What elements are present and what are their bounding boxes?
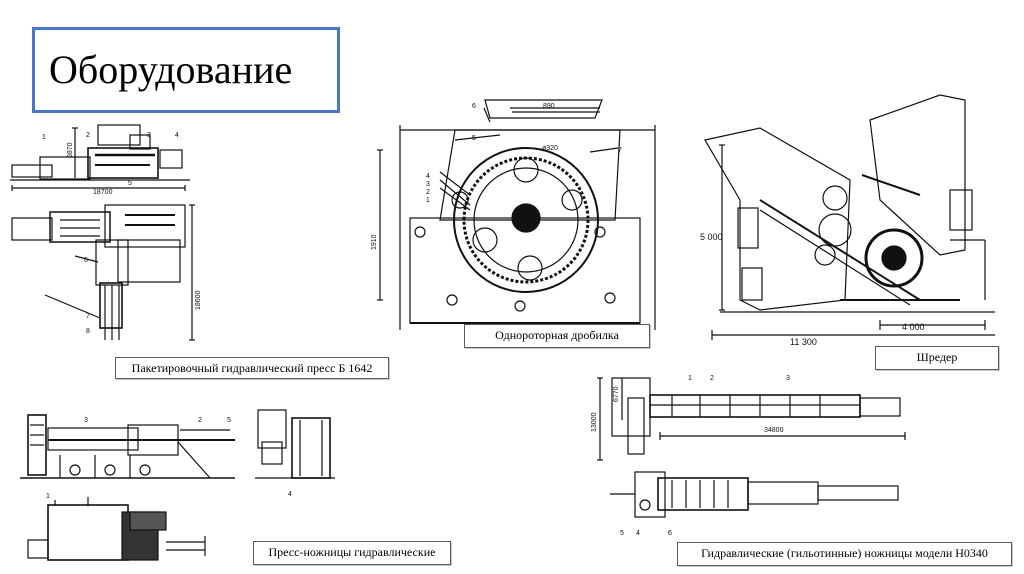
guillotine-label-6: 6: [668, 530, 672, 537]
crusher-dim-height: 1910: [371, 234, 378, 250]
guillotine-dim-total: 13000: [591, 412, 598, 432]
shredder-dim-length: 11 300: [790, 337, 817, 347]
shears-label-3: 3: [84, 417, 88, 424]
shredder-dim-height: 5 000: [700, 232, 723, 242]
title-box: Оборудование: [32, 27, 340, 113]
crusher-dim-width: 890: [543, 103, 555, 110]
crusher-drawing: [377, 99, 656, 330]
caption-crusher: Однороторная дробилка: [464, 324, 650, 348]
crusher-label-2: 2: [426, 189, 430, 196]
shears-label-4: 4: [288, 491, 292, 498]
guillotine-label-4: 4: [636, 530, 640, 537]
guillotine-label-5: 5: [620, 530, 624, 537]
guillotine-drawing: [597, 377, 906, 518]
caption-press: Пакетировочный гидравлический пресс Б 16…: [115, 357, 389, 379]
crusher-label-7: 7: [618, 147, 622, 154]
press-drawing: [10, 124, 195, 341]
shears-label-2: 2: [198, 417, 202, 424]
crusher-dim-diameter: ø320: [542, 145, 558, 152]
press-dim-height: 5870: [67, 142, 74, 158]
press-dim-length: 18700: [93, 189, 113, 196]
press-label-2: 2: [86, 132, 90, 139]
crusher-label-3: 3: [426, 181, 430, 188]
press-label-1: 1: [42, 134, 46, 141]
shredder-dim-part: 4 000: [902, 322, 925, 332]
guillotine-dim-part: 6770: [613, 386, 620, 402]
guillotine-label-2: 2: [710, 375, 714, 382]
press-label-3: 3: [147, 132, 151, 139]
crusher-label-1: 1: [426, 197, 430, 204]
caption-guillotine: Гидравлические (гильотинные) ножницы мод…: [677, 542, 1012, 566]
crusher-label-5: 5: [472, 135, 476, 142]
guillotine-label-3: 3: [786, 375, 790, 382]
shears-hydraulic-drawing: [20, 409, 335, 561]
press-label-8: 8: [86, 328, 90, 335]
guillotine-dim-length: 34800: [764, 427, 784, 434]
press-label-4: 4: [175, 132, 179, 139]
caption-shears-hydraulic: Пресс-ножницы гидравлические: [253, 541, 451, 565]
press-label-7: 7: [86, 313, 90, 320]
press-label-6: 6: [84, 257, 88, 264]
crusher-label-6: 6: [472, 103, 476, 110]
press-dim-side: 18600: [195, 290, 202, 310]
caption-shredder: Шредер: [875, 346, 999, 370]
shears-label-1: 1: [46, 493, 50, 500]
guillotine-label-1: 1: [688, 375, 692, 382]
slide-title: Оборудование: [49, 47, 293, 92]
press-label-5: 5: [128, 180, 132, 187]
shredder-drawing: [704, 94, 995, 340]
crusher-label-4: 4: [426, 173, 430, 180]
shears-label-5: 5: [227, 417, 231, 424]
